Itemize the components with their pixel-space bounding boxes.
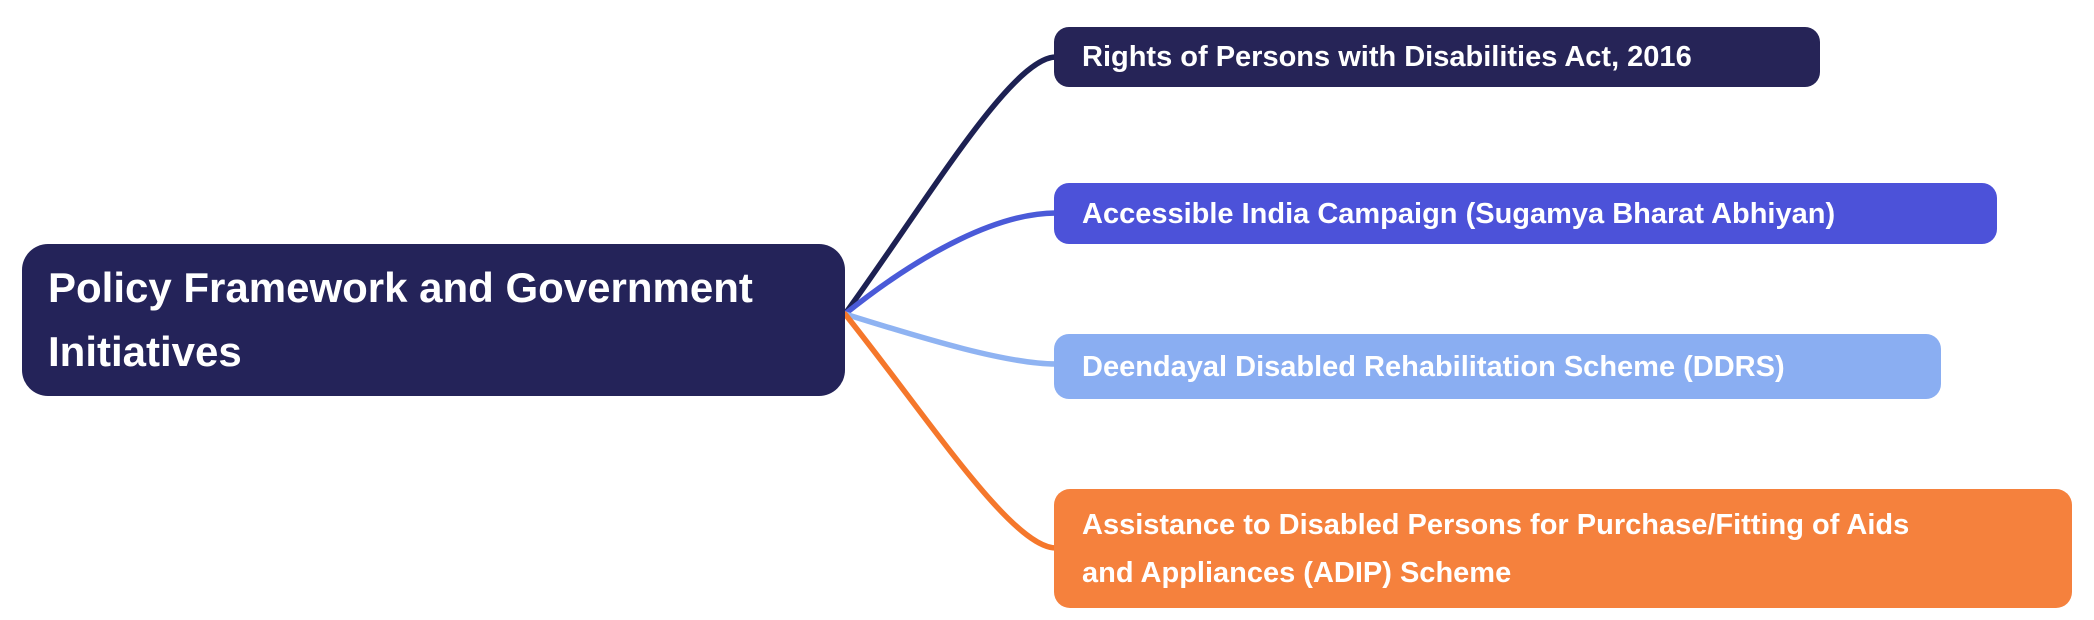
child-node-label: Rights of Persons with Disabilities Act,… (1082, 41, 1692, 73)
connector-child-3 (842, 311, 1059, 367)
child-node-label-line-1: Assistance to Disabled Persons for Purch… (1082, 508, 1910, 541)
child-node-rpwd-act[interactable]: Rights of Persons with Disabilities Act,… (1054, 27, 1820, 87)
child-node-label-line-2: and Appliances (ADIP) Scheme (1082, 556, 1512, 589)
root-node-label-line-2: Initiatives (48, 328, 242, 375)
connector-child-1 (842, 54, 1059, 317)
root-node-policy-framework[interactable]: Policy Framework and Government Initiati… (22, 244, 845, 396)
connector-child-2 (842, 210, 1059, 317)
child-node-adip-scheme[interactable]: Assistance to Disabled Persons for Purch… (1054, 489, 2072, 608)
child-node-label: Accessible India Campaign (Sugamya Bhara… (1082, 197, 1836, 230)
child-node-label: Deendayal Disabled Rehabilitation Scheme… (1082, 350, 1785, 383)
root-node-label-line-1: Policy Framework and Government (48, 264, 753, 311)
connector-child-4 (842, 311, 1059, 551)
child-node-ddrs-scheme[interactable]: Deendayal Disabled Rehabilitation Scheme… (1054, 334, 1941, 399)
child-node-accessible-india-campaign[interactable]: Accessible India Campaign (Sugamya Bhara… (1054, 183, 1997, 244)
